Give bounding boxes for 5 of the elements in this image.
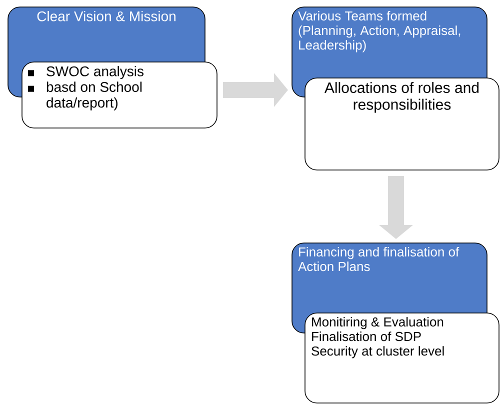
block-arrow (379, 176, 413, 239)
detail-box: Allocations of roles and responsibilities (304, 78, 500, 170)
detail-box: Monitiring & Evaluation Finalisation of SDP Security at cluster level (304, 312, 500, 404)
block-arrow (223, 73, 288, 107)
detail-box: SWOC analysis basd on School data/report) (22, 62, 218, 128)
